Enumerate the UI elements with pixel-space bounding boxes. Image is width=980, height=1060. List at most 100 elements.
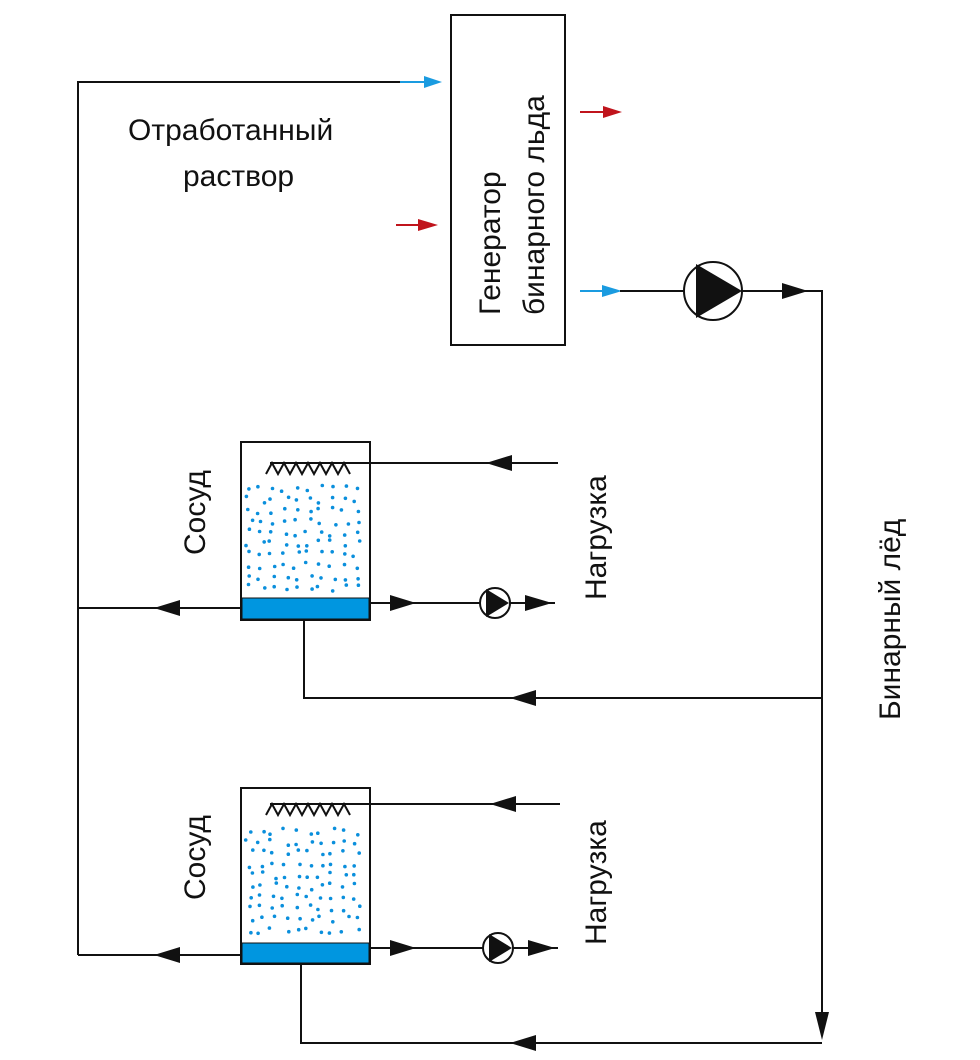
generator-label-line1: Генератор xyxy=(474,171,507,315)
ice-dot xyxy=(327,534,332,538)
ice-dot xyxy=(296,848,301,852)
ice-dot xyxy=(317,521,322,526)
ice-dot xyxy=(320,483,325,488)
flow-arrow-icon xyxy=(782,283,808,299)
ice-dot xyxy=(248,904,252,909)
ice-dot xyxy=(272,564,277,569)
ice-dot xyxy=(315,584,320,589)
ice-dot xyxy=(320,883,325,887)
load-label-top: Нагрузка xyxy=(580,475,613,600)
ice-dot xyxy=(341,828,346,832)
ice-dot xyxy=(327,538,332,542)
ice-dot xyxy=(308,903,313,907)
main-pump-icon xyxy=(683,261,743,321)
ice-dot xyxy=(247,574,251,578)
ice-dot xyxy=(339,930,344,934)
load-label-bottom: Нагрузка xyxy=(580,820,613,945)
ice-dot xyxy=(297,886,301,890)
ice-dot xyxy=(294,828,299,832)
spent-solution-label-line1: Отработанный xyxy=(128,114,333,147)
ice-dot xyxy=(283,506,287,511)
ice-dot xyxy=(281,551,285,555)
ice-dot xyxy=(357,520,361,525)
flow-arrow-left-icon xyxy=(510,1035,536,1051)
binary-ice-label: Бинарный лёд xyxy=(874,519,907,720)
ice-dot xyxy=(351,554,355,559)
ice-dot xyxy=(309,864,314,868)
ice-dot xyxy=(274,876,278,881)
ice-dot xyxy=(321,852,325,857)
ice-dot xyxy=(309,509,313,514)
ice-dot xyxy=(305,544,309,548)
vessel-liquid-bottom xyxy=(241,942,370,964)
ice-dot xyxy=(310,587,314,591)
ice-dot xyxy=(330,495,335,500)
generator-box xyxy=(450,14,566,346)
ice-dot xyxy=(319,576,323,580)
ice-dot xyxy=(321,863,325,868)
ice-dot xyxy=(269,511,273,515)
ice-dot xyxy=(317,914,321,919)
ice-dot xyxy=(333,577,338,582)
ice-dot xyxy=(355,566,360,571)
ice-dot xyxy=(295,905,300,910)
ice-dot xyxy=(309,517,313,521)
ice-dot xyxy=(356,833,360,837)
ice-dot xyxy=(270,486,275,491)
ice-dot xyxy=(285,587,289,592)
ice-dot xyxy=(356,583,361,587)
ice-crystals-bottom xyxy=(243,826,362,936)
ice-dot xyxy=(250,918,255,923)
ice-dot xyxy=(267,926,272,930)
ice-dot xyxy=(308,496,313,500)
ice-dot xyxy=(295,585,299,589)
ice-dot xyxy=(268,832,272,836)
ice-dot xyxy=(356,509,361,514)
ice-dot xyxy=(344,583,349,587)
ice-dot xyxy=(285,884,289,889)
ice-dot xyxy=(268,530,273,534)
ice-dot xyxy=(279,489,284,494)
ice-dot xyxy=(327,564,332,568)
ice-dot xyxy=(260,915,264,919)
ice-dot xyxy=(328,896,333,901)
vessel-liquid-top xyxy=(241,597,370,620)
ice-dot xyxy=(282,875,287,880)
ice-dot xyxy=(246,582,251,587)
ice-dot xyxy=(298,862,302,867)
ice-dot xyxy=(260,864,265,869)
load-pump-top-icon xyxy=(479,587,511,619)
ice-dot xyxy=(347,914,351,919)
ice-dot xyxy=(331,920,335,924)
ice-dot xyxy=(267,539,272,543)
ice-dot xyxy=(352,841,357,846)
ice-dot xyxy=(247,865,252,870)
ice-dot xyxy=(255,840,260,845)
ice-dot xyxy=(255,511,260,516)
ice-dot xyxy=(280,903,285,908)
ice-dot xyxy=(282,519,287,523)
ice-dot xyxy=(309,832,314,836)
ice-dot xyxy=(260,870,265,874)
ice-dot xyxy=(271,894,276,899)
flow-arrow-left-icon xyxy=(486,455,512,471)
ice-dot xyxy=(285,916,290,920)
ice-dot xyxy=(357,539,362,543)
ice-dot xyxy=(342,562,347,567)
ice-dot xyxy=(328,851,332,856)
ice-dot xyxy=(284,532,289,536)
ice-dot xyxy=(352,499,357,504)
ice-dot xyxy=(355,486,360,491)
ice-dot xyxy=(296,508,300,512)
ice-dot xyxy=(341,895,346,900)
ice-dot xyxy=(262,501,267,505)
flow-arrow-icon xyxy=(525,595,552,611)
ice-dot xyxy=(327,931,332,935)
ice-dot xyxy=(329,908,334,913)
ice-dot xyxy=(331,840,336,845)
ice-dot xyxy=(316,501,321,505)
ice-dot xyxy=(249,896,253,900)
ice-dot xyxy=(295,892,300,897)
ice-dot xyxy=(305,488,310,493)
ice-dot xyxy=(318,896,323,900)
